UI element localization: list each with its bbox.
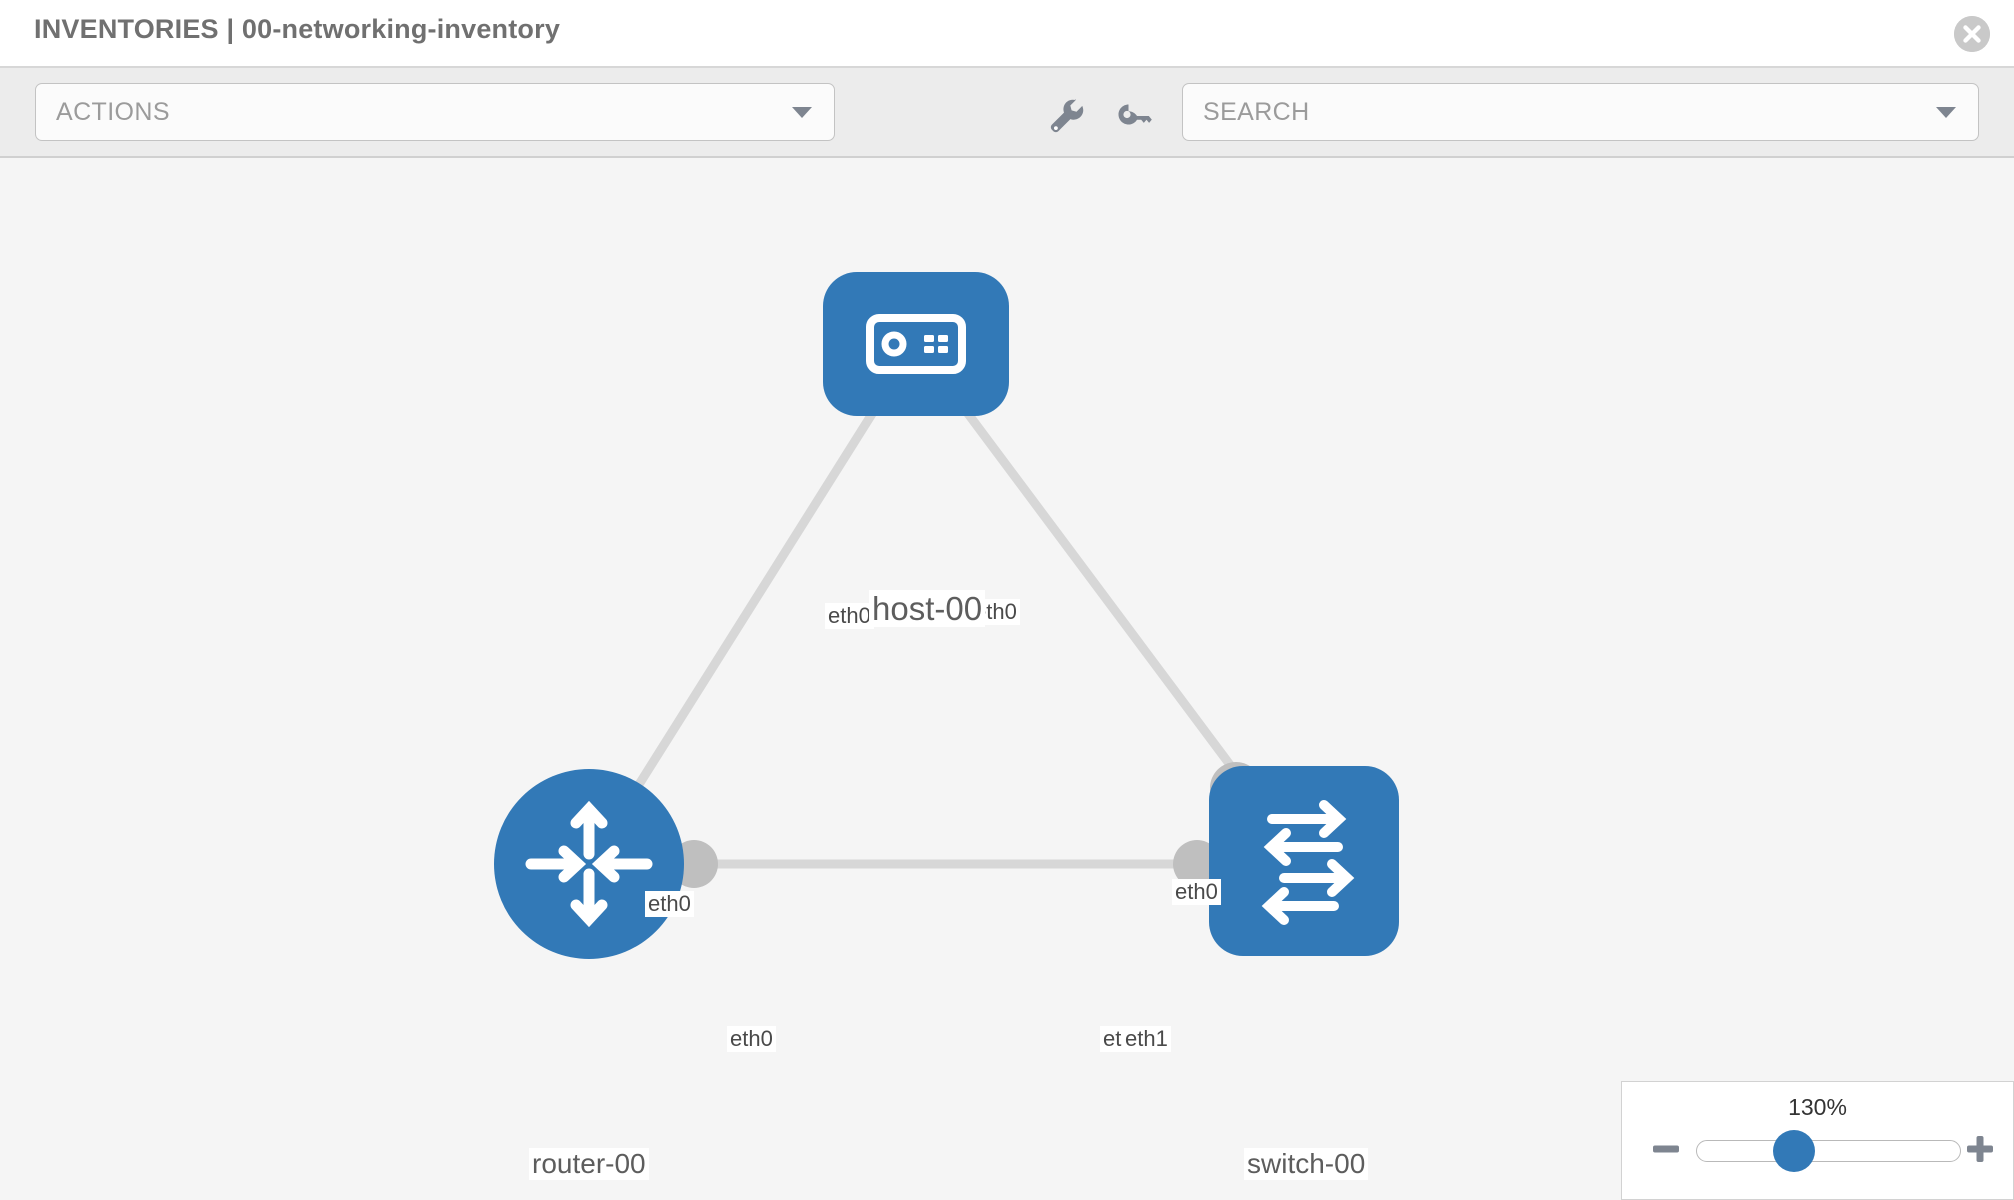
page-title: INVENTORIES | 00-networking-inventory bbox=[34, 14, 561, 44]
interface-label: eth0 bbox=[645, 891, 694, 917]
link-host-router bbox=[584, 339, 921, 869]
toolbar: ACTIONS SEARCH bbox=[0, 68, 2014, 158]
interface-label: eth0 bbox=[1172, 879, 1221, 905]
zoom-slider-track[interactable] bbox=[1696, 1140, 1961, 1162]
chevron-down-icon[interactable] bbox=[1936, 107, 1956, 118]
node-name-label: router-00 bbox=[529, 1148, 649, 1180]
node-name-label: host-00 bbox=[869, 590, 986, 627]
plus-icon[interactable] bbox=[1965, 1134, 1995, 1164]
search-input[interactable]: SEARCH bbox=[1182, 83, 1979, 141]
node-switch-00 bbox=[1209, 766, 1399, 956]
minus-icon[interactable] bbox=[1651, 1134, 1681, 1164]
close-icon[interactable] bbox=[1954, 16, 1990, 52]
zoom-control-panel: 130% bbox=[1621, 1081, 2014, 1200]
page-header: INVENTORIES | 00-networking-inventory bbox=[0, 0, 2014, 68]
wrench-icon[interactable] bbox=[1045, 94, 1089, 138]
interface-label: eth1 bbox=[1122, 1026, 1171, 1052]
interface-label: eth0 bbox=[727, 1026, 776, 1052]
interface-label: eth0 bbox=[825, 603, 874, 629]
key-icon[interactable] bbox=[1112, 94, 1156, 138]
zoom-slider-handle[interactable] bbox=[1773, 1130, 1815, 1172]
node-router-00 bbox=[494, 769, 684, 959]
topology-canvas[interactable]: eth0 eth0 host-00 eth0 eth0 eth0 eth0 et… bbox=[0, 158, 2014, 1200]
actions-dropdown[interactable]: ACTIONS bbox=[35, 83, 835, 141]
chevron-down-icon bbox=[792, 107, 812, 118]
node-host-00 bbox=[823, 272, 1009, 416]
actions-dropdown-label: ACTIONS bbox=[56, 98, 170, 126]
node-name-label: switch-00 bbox=[1244, 1148, 1369, 1180]
zoom-level-value: 130% bbox=[1788, 1094, 1847, 1120]
search-placeholder: SEARCH bbox=[1203, 98, 1310, 126]
